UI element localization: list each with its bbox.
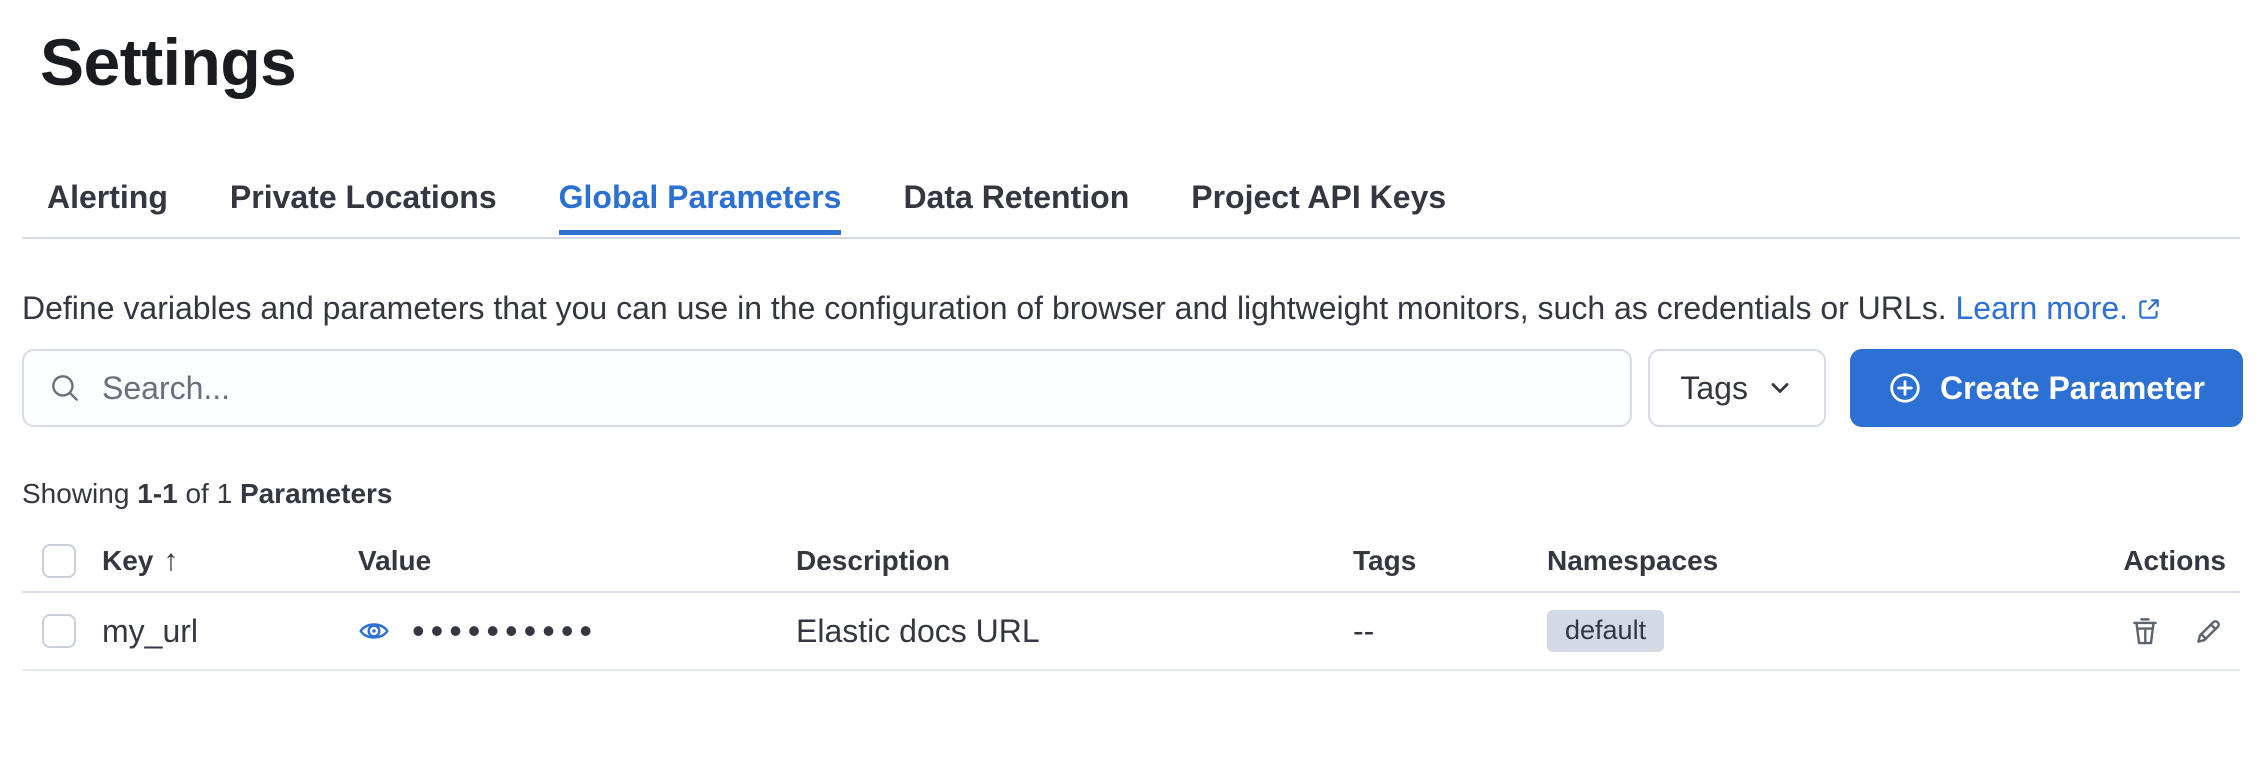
sort-ascending-icon: ↑: [163, 544, 179, 577]
column-header-actions: Actions: [2123, 545, 2226, 576]
param-actions-cell: [2100, 614, 2240, 648]
masked-value: ••••••••••: [412, 610, 599, 651]
tab-data-retention[interactable]: Data Retention: [903, 179, 1130, 215]
column-header-namespaces: Namespaces: [1547, 545, 1719, 576]
row-checkbox[interactable]: [42, 614, 76, 648]
plus-in-circle-icon: [1890, 373, 1920, 403]
table-header-row: Key ↑ Value Description Tags Namespaces …: [22, 531, 2240, 593]
param-namespaces-cell: default: [1547, 610, 2100, 652]
external-link-icon: [2139, 299, 2159, 319]
table-row: my_url •••••••••• Elastic docs URL -- de…: [22, 593, 2240, 671]
results-summary: Showing 1-1 of 1 Parameters: [22, 477, 2240, 511]
select-all-cell: [22, 544, 102, 578]
summary-of: of: [185, 478, 209, 509]
summary-showing: Showing: [22, 478, 130, 509]
tags-filter-label: Tags: [1680, 369, 1748, 406]
settings-tabs: Alerting Private Locations Global Parame…: [22, 180, 2240, 239]
eye-icon[interactable]: [358, 615, 390, 647]
namespace-badge: default: [1547, 610, 1665, 652]
parameters-toolbar: Tags Create Parameter: [22, 349, 2243, 427]
column-header-value: Value: [358, 545, 432, 576]
tab-alerting[interactable]: Alerting: [47, 179, 168, 215]
chevron-down-icon: [1771, 383, 1789, 393]
search-box: [22, 349, 1633, 427]
column-header-key-label: Key: [102, 545, 154, 576]
tab-global-parameters[interactable]: Global Parameters: [558, 180, 842, 235]
param-value-cell: ••••••••••: [358, 613, 796, 649]
create-parameter-label: Create Parameter: [1939, 369, 2205, 406]
edit-pencil-icon[interactable]: [2192, 614, 2226, 648]
summary-total: 1: [216, 478, 233, 509]
select-all-checkbox[interactable]: [42, 544, 76, 578]
search-input[interactable]: [100, 368, 1607, 408]
tags-filter-button[interactable]: Tags: [1648, 349, 1826, 427]
search-icon: [52, 375, 78, 401]
param-tags-cell: --: [1353, 612, 1375, 649]
parameters-table: Key ↑ Value Description Tags Namespaces …: [22, 531, 2240, 671]
delete-icon[interactable]: [2128, 614, 2162, 648]
param-description-cell: Elastic docs URL: [796, 612, 1040, 649]
description-text: Define variables and parameters that you…: [22, 290, 1956, 326]
tab-project-api-keys[interactable]: Project API Keys: [1191, 179, 1447, 215]
tab-private-locations[interactable]: Private Locations: [229, 179, 497, 215]
summary-range: 1-1: [137, 478, 178, 509]
learn-more-label: Learn more.: [1955, 290, 2128, 326]
page-title: Settings: [40, 25, 297, 99]
page-description: Define variables and parameters that you…: [22, 283, 2218, 333]
column-header-tags: Tags: [1353, 545, 1417, 576]
row-select-cell: [22, 614, 102, 648]
summary-entity: Parameters: [239, 478, 393, 509]
column-header-description: Description: [796, 545, 951, 576]
learn-more-link[interactable]: Learn more.: [1955, 290, 2162, 326]
create-parameter-button[interactable]: Create Parameter: [1849, 349, 2243, 427]
column-header-key[interactable]: Key ↑: [102, 544, 358, 578]
param-key-cell: my_url: [102, 612, 199, 649]
